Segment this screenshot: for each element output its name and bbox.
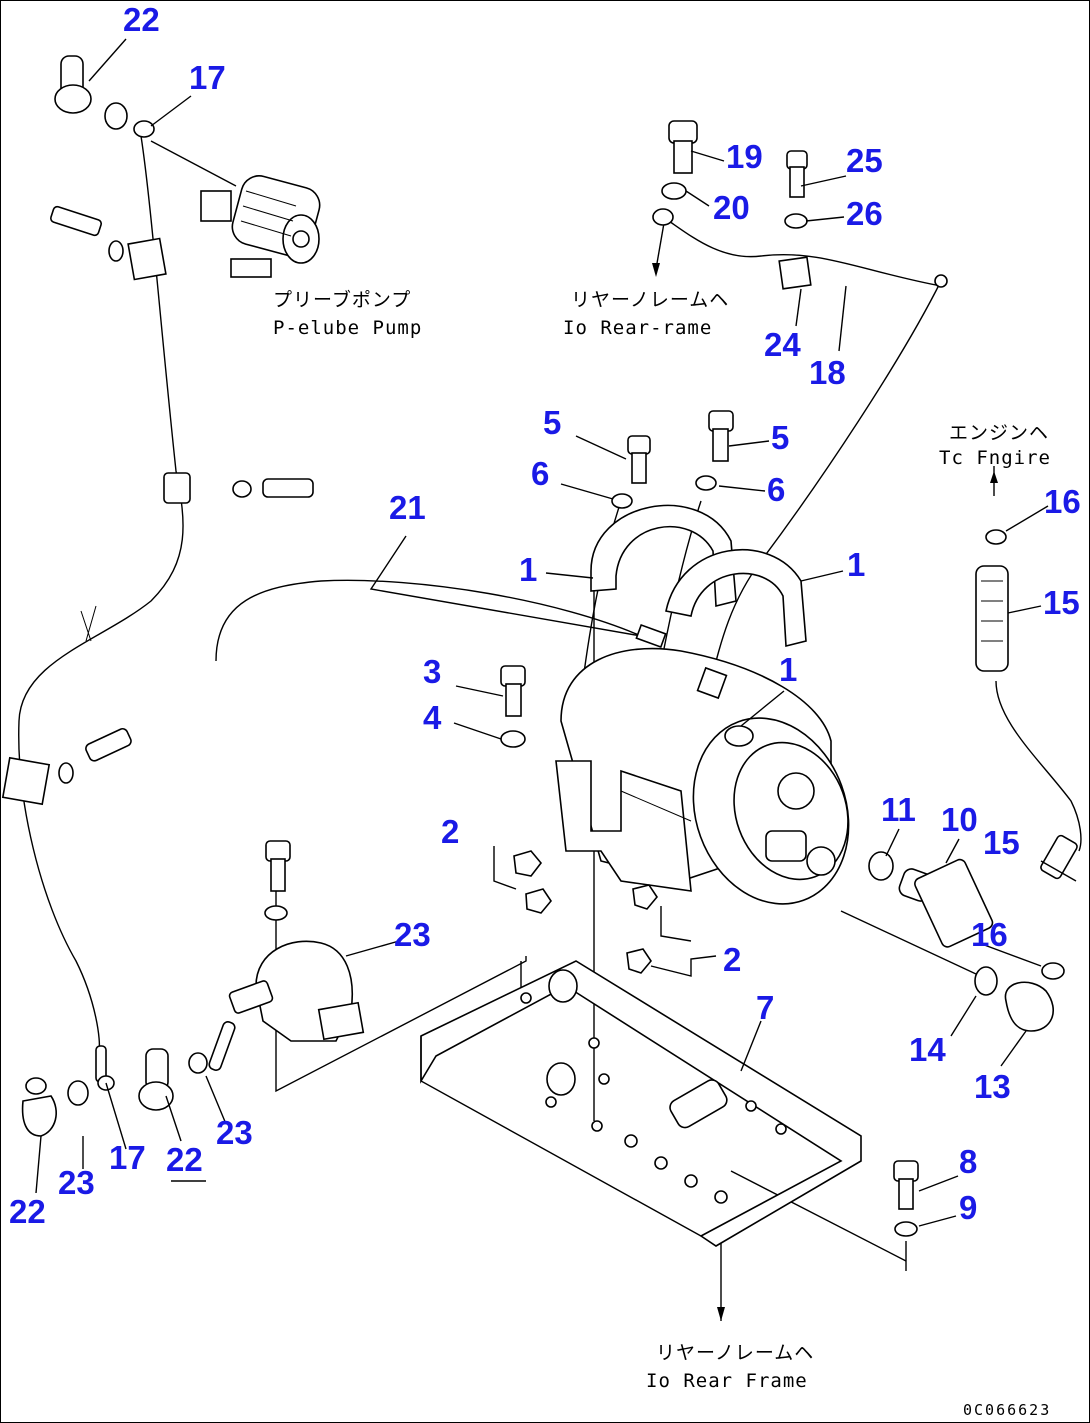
callout-label: 13	[974, 1068, 1011, 1105]
starter-motor	[555, 647, 850, 905]
callout-label: 22	[166, 1141, 203, 1178]
callout-label: 22	[123, 1, 160, 38]
rear-frame-bottom-caption-en: Io Rear Frame	[646, 1370, 808, 1392]
mounting-plate	[420, 960, 919, 1247]
callout-label: 14	[909, 1031, 946, 1068]
callout-label: 1	[847, 546, 865, 583]
callout-label: 22	[9, 1193, 46, 1230]
callout-label: 15	[983, 824, 1020, 861]
callout-label: 7	[756, 989, 774, 1026]
prelube-caption-jp: プリーブポンプ	[273, 288, 411, 311]
callout-label: 4	[423, 699, 442, 736]
callout-label: 6	[531, 455, 549, 492]
callout-label: 2	[441, 813, 459, 850]
drawing-code: 0C066623	[963, 1401, 1051, 1419]
wiring	[18, 135, 1082, 1321]
callout-label: 23	[216, 1114, 253, 1151]
starter-relay	[228, 840, 365, 1042]
prelube-caption-en: P-elube Pump	[273, 317, 422, 339]
relay-terminal-parts	[21, 1021, 236, 1137]
callout-label: 23	[58, 1164, 95, 1201]
bracket-fasteners	[500, 665, 658, 974]
callout-label: 16	[971, 916, 1008, 953]
callout-label: 18	[809, 354, 846, 391]
callout-label: 3	[423, 653, 441, 690]
callout-label: 2	[723, 941, 741, 978]
prelube-terminal-parts	[49, 55, 167, 281]
callout-label: 17	[189, 59, 226, 96]
callout-label: 24	[764, 326, 801, 363]
callout-label: 17	[109, 1139, 146, 1176]
captions: プリーブポンプ P-elube Pump リヤーノレームヘ Io Rear-ra…	[273, 288, 1051, 1419]
callout-label: 8	[959, 1143, 977, 1180]
callout-label: 11	[881, 791, 916, 828]
rear-frame-top-caption-jp: リヤーノレームヘ	[571, 289, 729, 311]
callout-label: 1	[519, 551, 537, 588]
ground-wire-parts	[652, 120, 948, 290]
callout-label: 16	[1044, 483, 1081, 520]
callout-label: 5	[771, 419, 789, 456]
callout-label: 20	[713, 189, 750, 226]
clamps	[590, 410, 807, 700]
callout-label: 10	[941, 801, 978, 838]
callout-label: 5	[543, 404, 561, 441]
callout-label: 15	[1043, 584, 1080, 621]
callout-label: 9	[959, 1189, 977, 1226]
callout-label: 26	[846, 195, 883, 232]
callout-label: 19	[726, 138, 763, 175]
callout-label: 6	[767, 471, 785, 508]
harness-clamps-left	[1, 472, 314, 806]
engine-caption-jp: エンジンヘ	[949, 422, 1049, 444]
rear-frame-top-caption-en: Io Rear-rame	[563, 317, 712, 339]
callout-numbers: 22 17 19 20 25 26 24 18 5 6 5 6 21 1 1 1…	[9, 1, 1081, 1230]
callout-label: 1	[779, 651, 797, 688]
magnetic-switch-parts	[868, 529, 1078, 1032]
prelube-pump-assembly	[200, 175, 321, 278]
callout-label: 23	[394, 916, 431, 953]
callout-label: 21	[389, 489, 426, 526]
engine-caption-en: Tc Fngire	[939, 447, 1051, 469]
callout-label: 25	[846, 142, 883, 179]
rear-frame-bottom-caption-jp: リヤーノレームヘ	[656, 1342, 814, 1364]
callout-leaders	[35, 38, 1077, 1227]
